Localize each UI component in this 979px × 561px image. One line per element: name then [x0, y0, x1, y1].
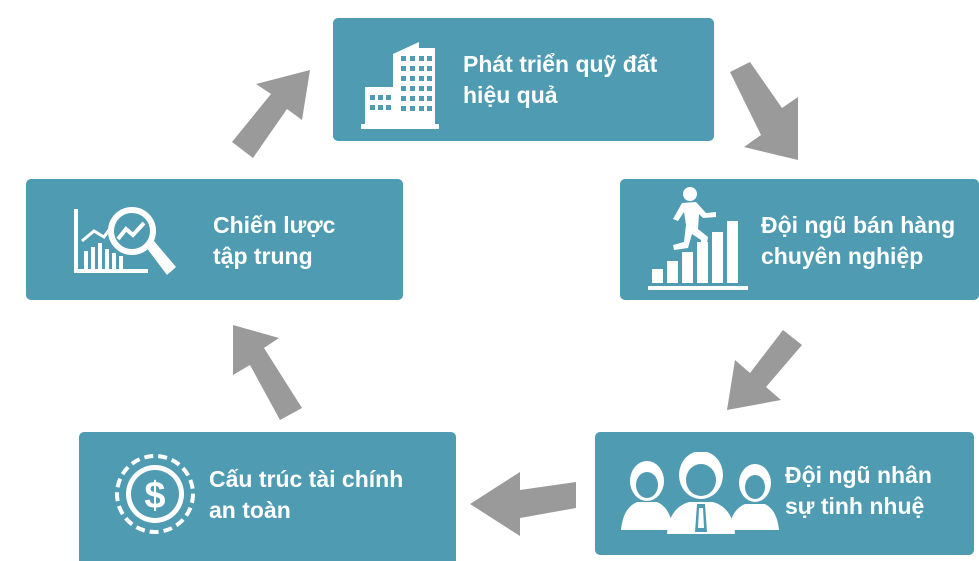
step-box-safe-finance: $ Cấu trúc tài chính an toàn [79, 432, 456, 561]
arrow-staff-to-finance [470, 472, 576, 536]
arrow-strategy-to-land [232, 70, 310, 158]
step-label-line1: Đội ngũ bán hàng [761, 212, 956, 238]
chart-magnifier-icon [74, 207, 176, 275]
arrow-finance-to-strategy [233, 325, 302, 420]
arrow-land-to-sales [730, 62, 798, 160]
step-label-line1: Đội ngũ nhân [785, 462, 932, 488]
step-label-elite-staff: Đội ngũ nhân sự tinh nhuệ [785, 460, 932, 522]
step-box-focused-strategy: Chiến lược tập trung [26, 179, 403, 300]
step-label-line1: Chiến lược [213, 212, 336, 238]
step-label-sales-team: Đội ngũ bán hàng chuyên nghiệp [761, 210, 955, 272]
step-label-line2: tập trung [213, 243, 313, 269]
team-people-icon [621, 452, 779, 534]
step-box-elite-staff: Đội ngũ nhân sự tinh nhuệ [595, 432, 974, 555]
stairs-climber-icon [648, 187, 748, 290]
svg-text:$: $ [144, 475, 165, 517]
step-label-line2: chuyên nghiệp [761, 243, 924, 269]
step-label-line1: Cấu trúc tài chính [209, 466, 404, 492]
building-icon [361, 42, 439, 129]
step-label-land-development: Phát triển quỹ đất hiệu quả [463, 49, 657, 111]
step-label-focused-strategy: Chiến lược tập trung [213, 210, 335, 272]
step-label-line2: an toàn [209, 497, 291, 523]
step-label-line1: Phát triển quỹ đất [463, 51, 658, 77]
step-box-land-development: Phát triển quỹ đất hiệu quả [333, 18, 714, 141]
step-label-line2: hiệu quả [463, 82, 558, 108]
arrow-sales-to-staff [727, 330, 802, 410]
dollar-coin-icon: $ [115, 454, 195, 534]
step-label-line2: sự tinh nhuệ [785, 493, 925, 519]
step-label-safe-finance: Cấu trúc tài chính an toàn [209, 464, 403, 526]
step-box-sales-team: Đội ngũ bán hàng chuyên nghiệp [620, 179, 979, 300]
